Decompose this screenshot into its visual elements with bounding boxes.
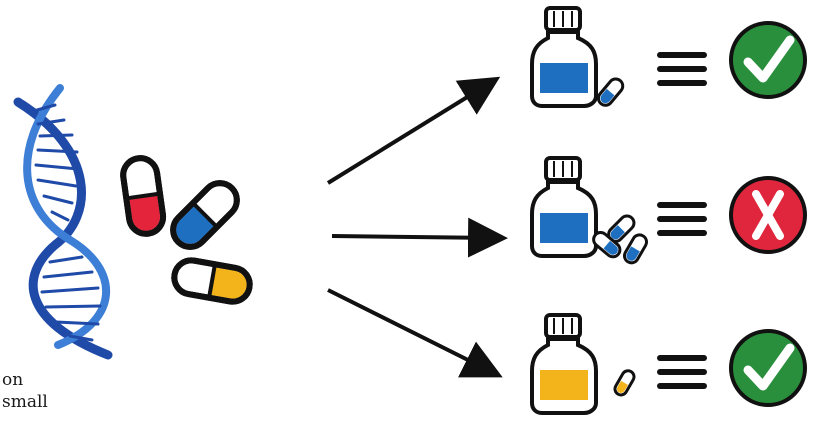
arrow-middle	[332, 236, 496, 238]
arrow-bottom	[328, 290, 492, 372]
outcome-row-3	[532, 315, 805, 413]
check-icon	[731, 23, 805, 97]
capsule-blue	[166, 176, 244, 254]
dna-icon	[18, 88, 108, 355]
arrow-icon	[328, 83, 496, 372]
capsule-red	[121, 156, 165, 236]
equals-icon	[660, 55, 704, 83]
check-icon	[731, 331, 805, 405]
capsule-yellow	[172, 258, 253, 305]
equals-icon	[660, 358, 704, 386]
equals-icon	[660, 205, 704, 233]
outcome-row-2	[532, 158, 805, 265]
outcome-row-1	[532, 8, 805, 108]
x-icon	[731, 178, 805, 252]
caption-line-2: small	[2, 392, 48, 412]
arrow-top	[328, 83, 490, 183]
caption-line-1: on	[2, 370, 23, 390]
capsule-icon	[613, 369, 636, 398]
medicine-bottle-icon	[532, 8, 596, 106]
capsule-icon	[622, 232, 649, 265]
medicine-bottle-icon	[532, 315, 596, 413]
capsule-icon	[596, 76, 626, 108]
medicine-bottle-icon	[532, 158, 596, 256]
